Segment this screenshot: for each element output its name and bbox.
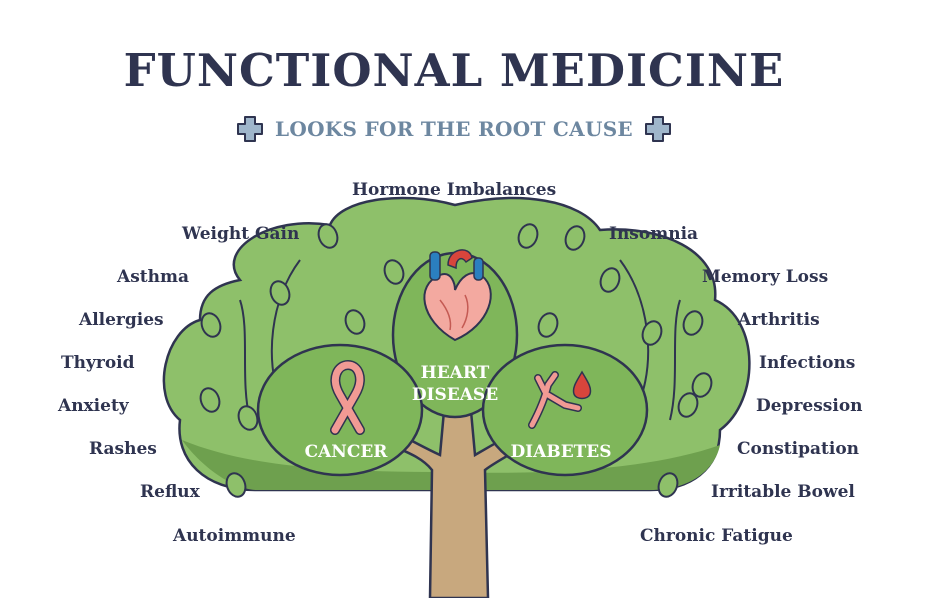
symptom-rashes: Rashes <box>89 439 157 459</box>
medical-cross-icon <box>644 116 671 142</box>
leaves <box>199 223 713 498</box>
page-title: FUNCTIONAL MEDICINE <box>123 44 785 97</box>
heart-disease-label: HEART DISEASE <box>410 362 500 406</box>
symptom-autoimmune: Autoimmune <box>173 526 296 546</box>
symptom-infections: Infections <box>759 353 856 373</box>
subtitle-row: LOOKS FOR THE ROOT CAUSE <box>0 114 908 144</box>
cancer-ribbon-icon <box>330 360 365 435</box>
cancer-label: CANCER <box>304 442 388 462</box>
symptom-insomnia: Insomnia <box>609 224 699 244</box>
blood-drop-icon <box>572 370 592 400</box>
symptom-allergies: Allergies <box>79 310 164 330</box>
symptom-irritable-bowel: Irritable Bowel <box>711 482 855 502</box>
page-subtitle: LOOKS FOR THE ROOT CAUSE <box>275 117 633 141</box>
symptom-reflux: Reflux <box>140 482 200 502</box>
symptom-weight-gain: Weight Gain <box>182 224 300 244</box>
symptom-memory-loss: Memory Loss <box>702 267 829 287</box>
symptom-thyroid: Thyroid <box>61 353 135 373</box>
diabetes-node <box>481 343 649 477</box>
symptom-chronic-fatigue: Chronic Fatigue <box>640 526 793 546</box>
symptom-arthritis: Arthritis <box>738 310 820 330</box>
symptom-hormone-imbalances: Hormone Imbalances <box>352 180 557 200</box>
heart-organ-icon <box>423 249 492 342</box>
heart-disease-label-line2: DISEASE <box>411 385 499 405</box>
blood-vessel-icon <box>528 371 582 429</box>
symptom-constipation: Constipation <box>737 439 860 459</box>
symptom-asthma: Asthma <box>117 267 189 287</box>
diabetes-label: DIABETES <box>510 442 612 462</box>
symptom-depression: Depression <box>756 396 863 416</box>
symptom-anxiety: Anxiety <box>58 396 129 416</box>
heart-disease-label-line1: HEART <box>420 363 490 383</box>
medical-cross-icon <box>237 116 264 142</box>
tree-canopy-shadow <box>182 440 720 490</box>
cancer-node <box>256 343 424 477</box>
